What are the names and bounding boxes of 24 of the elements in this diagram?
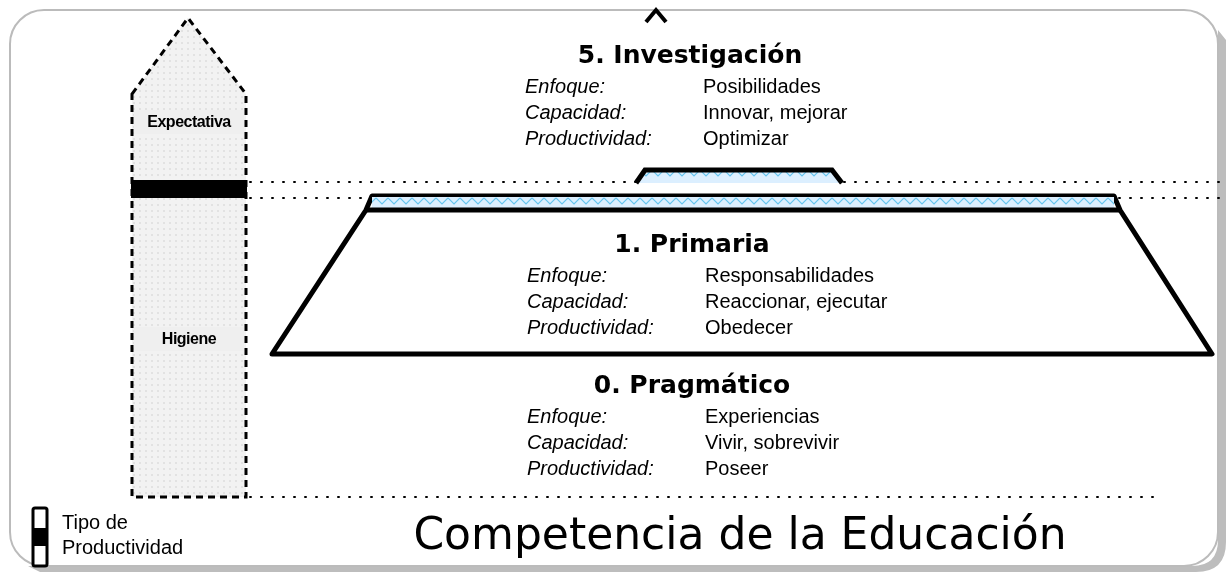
row-label: Productividad:: [525, 126, 653, 151]
diagram-title: Competencia de la Educación: [412, 508, 1068, 559]
row-value: Vivir, sobrevivir: [705, 430, 840, 455]
level-title: 0. Pragmático: [592, 370, 792, 399]
column-label: Higiene: [134, 327, 244, 351]
row-value: Experiencias: [705, 404, 821, 429]
row-value: Obedecer: [705, 315, 794, 340]
row-label: Capacidad:: [527, 430, 630, 455]
row-value: Innovar, mejorar: [703, 100, 848, 125]
row-value: Reaccionar, ejecutar: [705, 289, 888, 314]
legend-text: Tipo de Productividad: [62, 510, 185, 560]
row-label: Capacidad:: [527, 289, 630, 314]
row-label: Enfoque:: [527, 263, 609, 288]
row-value: Posibilidades: [703, 74, 822, 99]
row-label: Capacidad:: [525, 100, 628, 125]
row-label: Enfoque:: [527, 404, 609, 429]
row-value: Poseer: [705, 456, 770, 481]
row-value: Optimizar: [703, 126, 790, 151]
row-label: Enfoque:: [525, 74, 607, 99]
row-label: Productividad:: [527, 456, 655, 481]
level-title: 1. Primaria: [613, 229, 771, 258]
row-value: Responsabilidades: [705, 263, 875, 288]
row-label: Productividad:: [527, 315, 655, 340]
level-title: 5. Investigación: [576, 40, 804, 69]
